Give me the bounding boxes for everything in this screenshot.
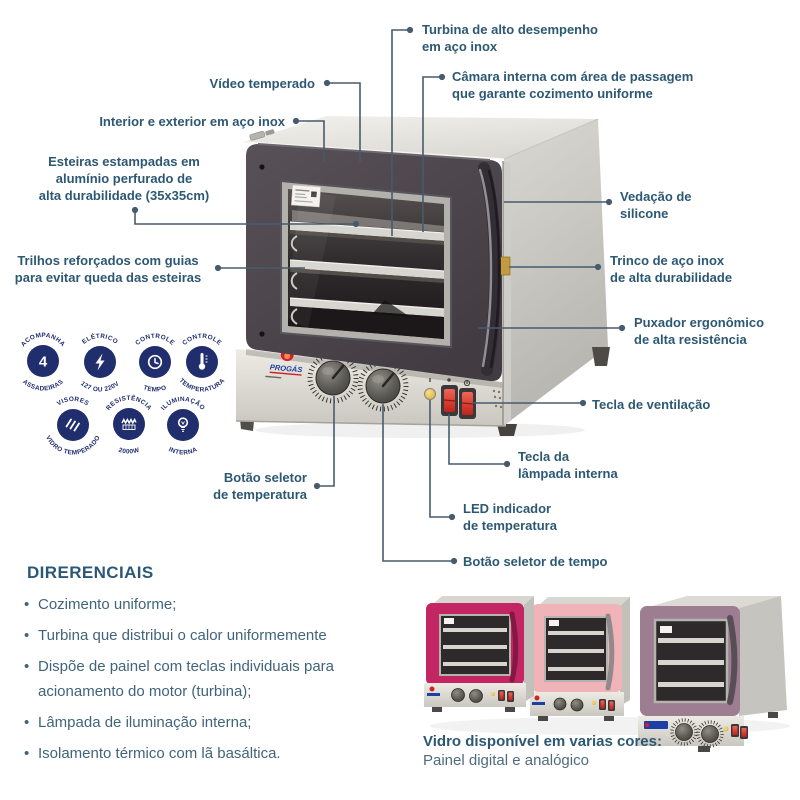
line-trilhos bbox=[214, 264, 305, 272]
temperature-led bbox=[424, 378, 436, 400]
clock-icon bbox=[147, 354, 163, 370]
line-interior bbox=[292, 117, 325, 162]
line-esteiras bbox=[131, 206, 360, 228]
badge-resistencia: RESISTÊNCIA 2000W bbox=[105, 393, 153, 456]
svg-text:VISORES: VISORES bbox=[56, 396, 91, 408]
oven-glass bbox=[280, 179, 452, 349]
lamp-switch bbox=[441, 378, 458, 416]
line-temperatura bbox=[313, 396, 335, 490]
diferenciais-list: Cozimento uniforme; Turbina que distribu… bbox=[24, 592, 392, 772]
thermometer-icon bbox=[198, 353, 208, 370]
line-tempo bbox=[382, 404, 458, 565]
color-variants bbox=[424, 596, 790, 752]
tray-count-icon: 4 bbox=[39, 354, 48, 371]
callout-trinco: Trinco de aço inox de alta durabilidade bbox=[610, 253, 733, 285]
line-video-temperado bbox=[323, 79, 361, 162]
bulb-icon bbox=[177, 417, 189, 432]
callout-led: LED indicador de temperatura bbox=[463, 501, 557, 533]
badge-assadeiras: ACOMPANHA ASSADEIRAS 4 bbox=[20, 332, 66, 393]
callout-puxador: Puxador ergonômico de alta resistência bbox=[634, 315, 765, 347]
badge-tempo: CONTROLE TEMPO bbox=[134, 333, 176, 394]
resistor-icon bbox=[121, 417, 137, 430]
line-ventilacao bbox=[472, 399, 587, 407]
time-knob bbox=[357, 360, 409, 412]
svg-text:ASSADEIRAS: ASSADEIRAS bbox=[21, 378, 65, 392]
callout-lampada: Tecla da lâmpada interna bbox=[518, 449, 618, 481]
ventilation-switch bbox=[459, 379, 476, 419]
diferenciais-title: DIRERENCIAIS bbox=[27, 563, 154, 582]
line-turbina bbox=[391, 26, 414, 236]
feature-badges: ACOMPANHA ASSADEIRAS 4 ELÉTRICO 127 OU 2… bbox=[20, 331, 227, 457]
line-vedacao bbox=[504, 198, 613, 206]
top-latch bbox=[249, 129, 275, 141]
line-lampada bbox=[448, 414, 511, 468]
line-trinco bbox=[509, 263, 602, 271]
callout-esteiras: Esteiras estampadas em alumínio perfurad… bbox=[38, 154, 210, 203]
door-edge bbox=[498, 161, 511, 425]
control-panel: PROGÁS bbox=[235, 344, 508, 427]
callout-interior: Interior e exterior em aço inox bbox=[99, 114, 285, 129]
callout-vedacao: Vedação de silicone bbox=[620, 189, 692, 221]
diferencial-item: Turbina que distribui o calor uniformeme… bbox=[24, 623, 392, 648]
spec-label bbox=[291, 184, 321, 208]
variants-caption-subtitle: Painel digital e analógico bbox=[423, 752, 589, 769]
main-oven: PROGÁS bbox=[235, 116, 610, 438]
svg-text:CONTROLE: CONTROLE bbox=[181, 333, 223, 347]
svg-text:127 OU 220V: 127 OU 220V bbox=[79, 380, 121, 394]
callout-ventilacao: Tecla de ventilação bbox=[592, 397, 711, 412]
variants-caption-title: Vidro disponível em varias cores: bbox=[423, 733, 662, 750]
svg-text:CONTROLE: CONTROLE bbox=[134, 333, 176, 347]
callout-turbina: Turbina de alto desempenho em aço inox bbox=[422, 22, 599, 54]
svg-text:INTERNA: INTERNA bbox=[167, 446, 198, 457]
variant-oven-rose bbox=[530, 597, 630, 721]
badge-eletrico: ELÉTRICO 127 OU 220V bbox=[79, 331, 121, 393]
diferencial-item: Isolamento térmico com lã basáltica. bbox=[24, 741, 392, 766]
variant-oven-mauve bbox=[638, 596, 787, 752]
door-handle bbox=[478, 162, 501, 376]
svg-text:2000W: 2000W bbox=[118, 447, 141, 456]
svg-text:TEMPERATURA: TEMPERATURA bbox=[178, 377, 227, 393]
line-led bbox=[429, 400, 456, 521]
diferencial-item: Cozimento uniforme; bbox=[24, 592, 392, 617]
variant-oven-crimson bbox=[424, 596, 534, 712]
callout-video-temperado: Vídeo temperado bbox=[209, 76, 315, 91]
svg-text:ELÉTRICO: ELÉTRICO bbox=[81, 331, 119, 345]
oven-body bbox=[243, 116, 608, 424]
badge-iluminacao: ILUMINAÇÃO INTERNA bbox=[160, 396, 206, 457]
line-camara bbox=[422, 73, 446, 232]
brand-name: PROGÁS bbox=[269, 363, 302, 375]
diferencial-item: Dispõe de painel com teclas individuais … bbox=[24, 654, 392, 704]
line-puxador bbox=[478, 324, 626, 332]
glass-panes-icon bbox=[65, 418, 80, 432]
tray-rails bbox=[290, 235, 298, 325]
temperature-knob bbox=[307, 352, 359, 404]
badge-visores: VISORES VIDRO TEMPERADO bbox=[44, 396, 101, 457]
svg-text:TEMPO: TEMPO bbox=[142, 384, 167, 393]
lightning-icon bbox=[95, 353, 105, 371]
callout-camara: Câmara interna com área de passagem que … bbox=[452, 69, 694, 101]
callout-temperatura: Botão seletor de temperatura bbox=[213, 470, 307, 502]
diferencial-item: Lâmpada de iluminação interna; bbox=[24, 710, 392, 735]
callout-trilhos: Trilhos reforçados com guias para evitar… bbox=[14, 253, 202, 285]
badge-temperatura: CONTROLE TEMPERATURA bbox=[178, 333, 227, 394]
callout-tempo: Botão seletor de tempo bbox=[463, 554, 608, 569]
leader-lines bbox=[131, 26, 626, 565]
